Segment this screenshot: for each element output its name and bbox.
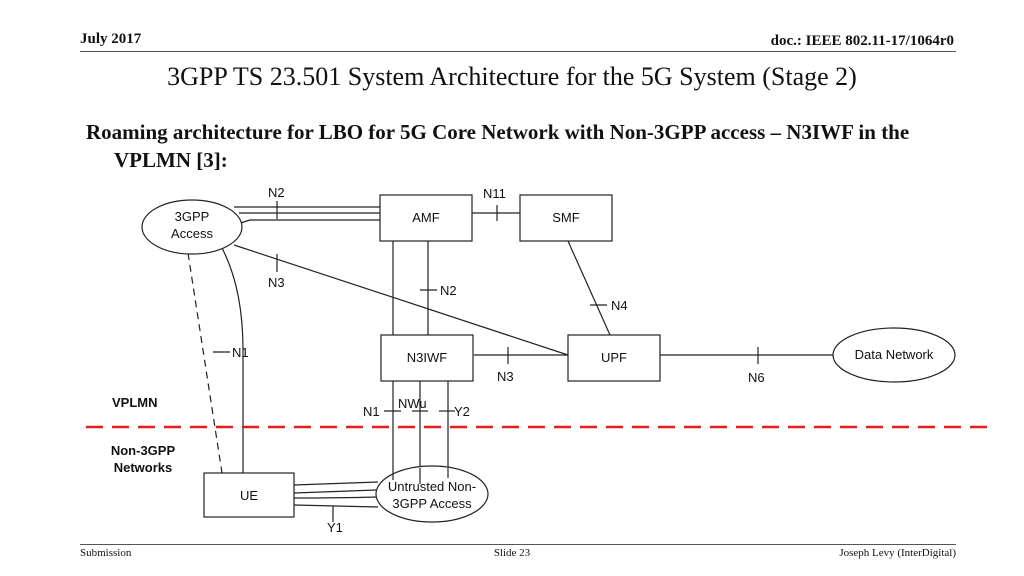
- label-n2-top: N2: [268, 185, 285, 200]
- footer-submission: Submission: [80, 547, 132, 559]
- link-ue-access-dashed: [187, 252, 223, 474]
- node-upf-label: UPF: [601, 350, 627, 365]
- label-n3-bottom: N3: [497, 369, 514, 384]
- node-3gpp-access: [141, 199, 243, 255]
- node-untrusted-access: [375, 465, 489, 523]
- label-n1-left: N1: [232, 345, 249, 360]
- footer-divider: [80, 544, 956, 545]
- node-ue: [203, 472, 295, 518]
- node-untrusted-label-2: 3GPP Access: [392, 496, 472, 511]
- region-non3gpp-1: Non-3GPP: [111, 443, 176, 458]
- header-divider: [80, 51, 956, 52]
- footer-author: Joseph Levy (InterDigital): [839, 547, 956, 559]
- header-doc-id: doc.: IEEE 802.11-17/1064r0: [770, 33, 954, 49]
- label-n4: N4: [611, 298, 628, 313]
- label-n2-mid: N2: [440, 283, 457, 298]
- link-y1-b: [293, 489, 377, 494]
- footer-slide-number: Slide 23: [493, 547, 531, 559]
- label-y2: Y2: [454, 404, 470, 419]
- link-y1-a: [293, 481, 379, 486]
- node-amf-label: AMF: [412, 210, 440, 225]
- label-n3-left: N3: [268, 275, 285, 290]
- link-n1-ue-untrusted: [293, 496, 379, 499]
- node-n3iwf-label: N3IWF: [407, 350, 448, 365]
- label-n6: N6: [748, 370, 765, 385]
- node-untrusted-label-1: Untrusted Non-: [388, 479, 476, 494]
- node-3gpp-access-label-1: 3GPP: [175, 209, 210, 224]
- node-upf: [567, 334, 661, 382]
- node-ue-label: UE: [240, 488, 258, 503]
- header-date: July 2017: [80, 31, 142, 47]
- node-3gpp-access-label-2: Access: [171, 226, 213, 241]
- link-n3-access-upf: [233, 244, 569, 356]
- node-data-network: [832, 327, 956, 383]
- node-smf: [519, 194, 613, 242]
- node-data-network-label: Data Network: [855, 347, 934, 362]
- label-y1: Y1: [327, 520, 343, 535]
- slide-title: 3GPP TS 23.501 System Architecture for t…: [167, 62, 857, 91]
- label-n11: N11: [483, 186, 506, 201]
- label-nwu: NWu: [398, 396, 427, 411]
- region-vplmn: VPLMN: [112, 395, 158, 410]
- label-n1-bottom: N1: [363, 404, 380, 419]
- slide-subtitle: Roaming architecture for LBO for 5G Core…: [86, 120, 910, 172]
- region-non3gpp-2: Networks: [114, 460, 173, 475]
- node-smf-label: SMF: [552, 210, 580, 225]
- node-n3iwf: [380, 334, 474, 382]
- link-n4: [567, 240, 611, 336]
- link-y1-c: [293, 504, 379, 508]
- node-amf: [379, 194, 473, 242]
